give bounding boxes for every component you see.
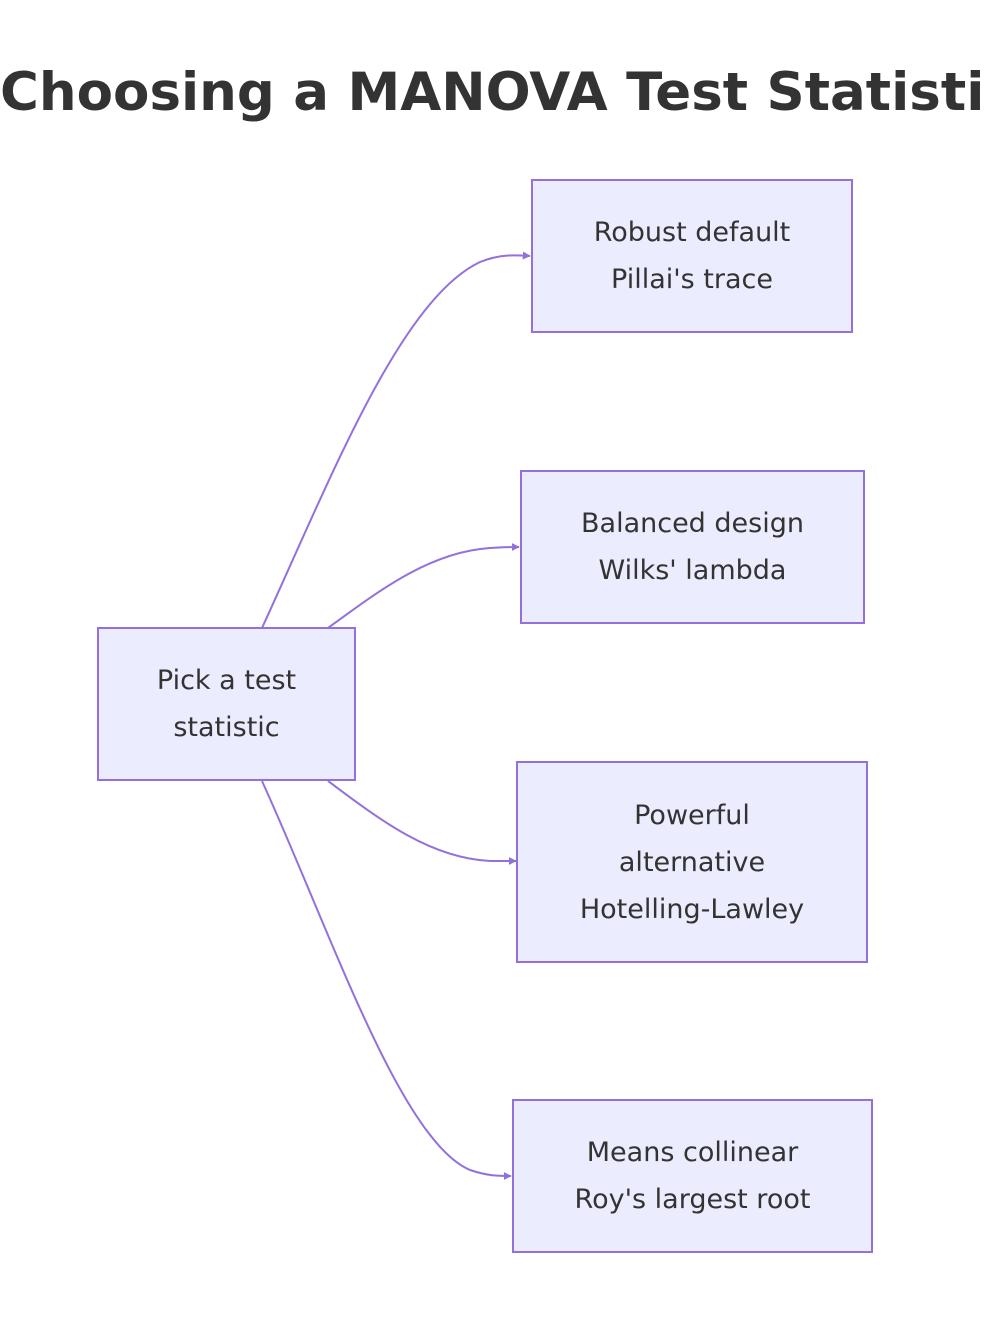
node-label-line: Roy's largest root [574,1184,811,1215]
node-wilks-lambda: Balanced design Wilks' lambda [520,470,865,624]
node-label-line: Balanced design [581,508,804,539]
node-label-line: statistic [173,712,280,743]
node-label-line: Robust default [593,217,791,248]
edge-root-to-hotelling [327,780,517,865]
node-roy-largest-root: Means collinear Roy's largest root [512,1099,873,1253]
diagram-title: Choosing a MANOVA Test Statistic [0,62,986,123]
node-label-line: Pillai's trace [611,264,773,295]
edge-root-to-roy [261,780,512,1180]
node-label-line: Means collinear [586,1137,799,1168]
node-hotelling-lawley: Powerful alternative Hotelling-Lawley [516,761,868,963]
edge-root-to-wilks [327,543,520,629]
node-label-line: Wilks' lambda [598,555,787,586]
node-pillai-trace: Robust default Pillai's trace [531,179,853,333]
node-label-line: Pick a test [156,665,297,696]
node-label-line: Hotelling-Lawley [579,893,805,925]
node-pick-test-statistic: Pick a test statistic [97,627,356,781]
node-label-line: alternative [618,846,766,878]
node-label-line: Powerful [634,799,750,831]
edge-root-to-pillai [261,251,531,629]
